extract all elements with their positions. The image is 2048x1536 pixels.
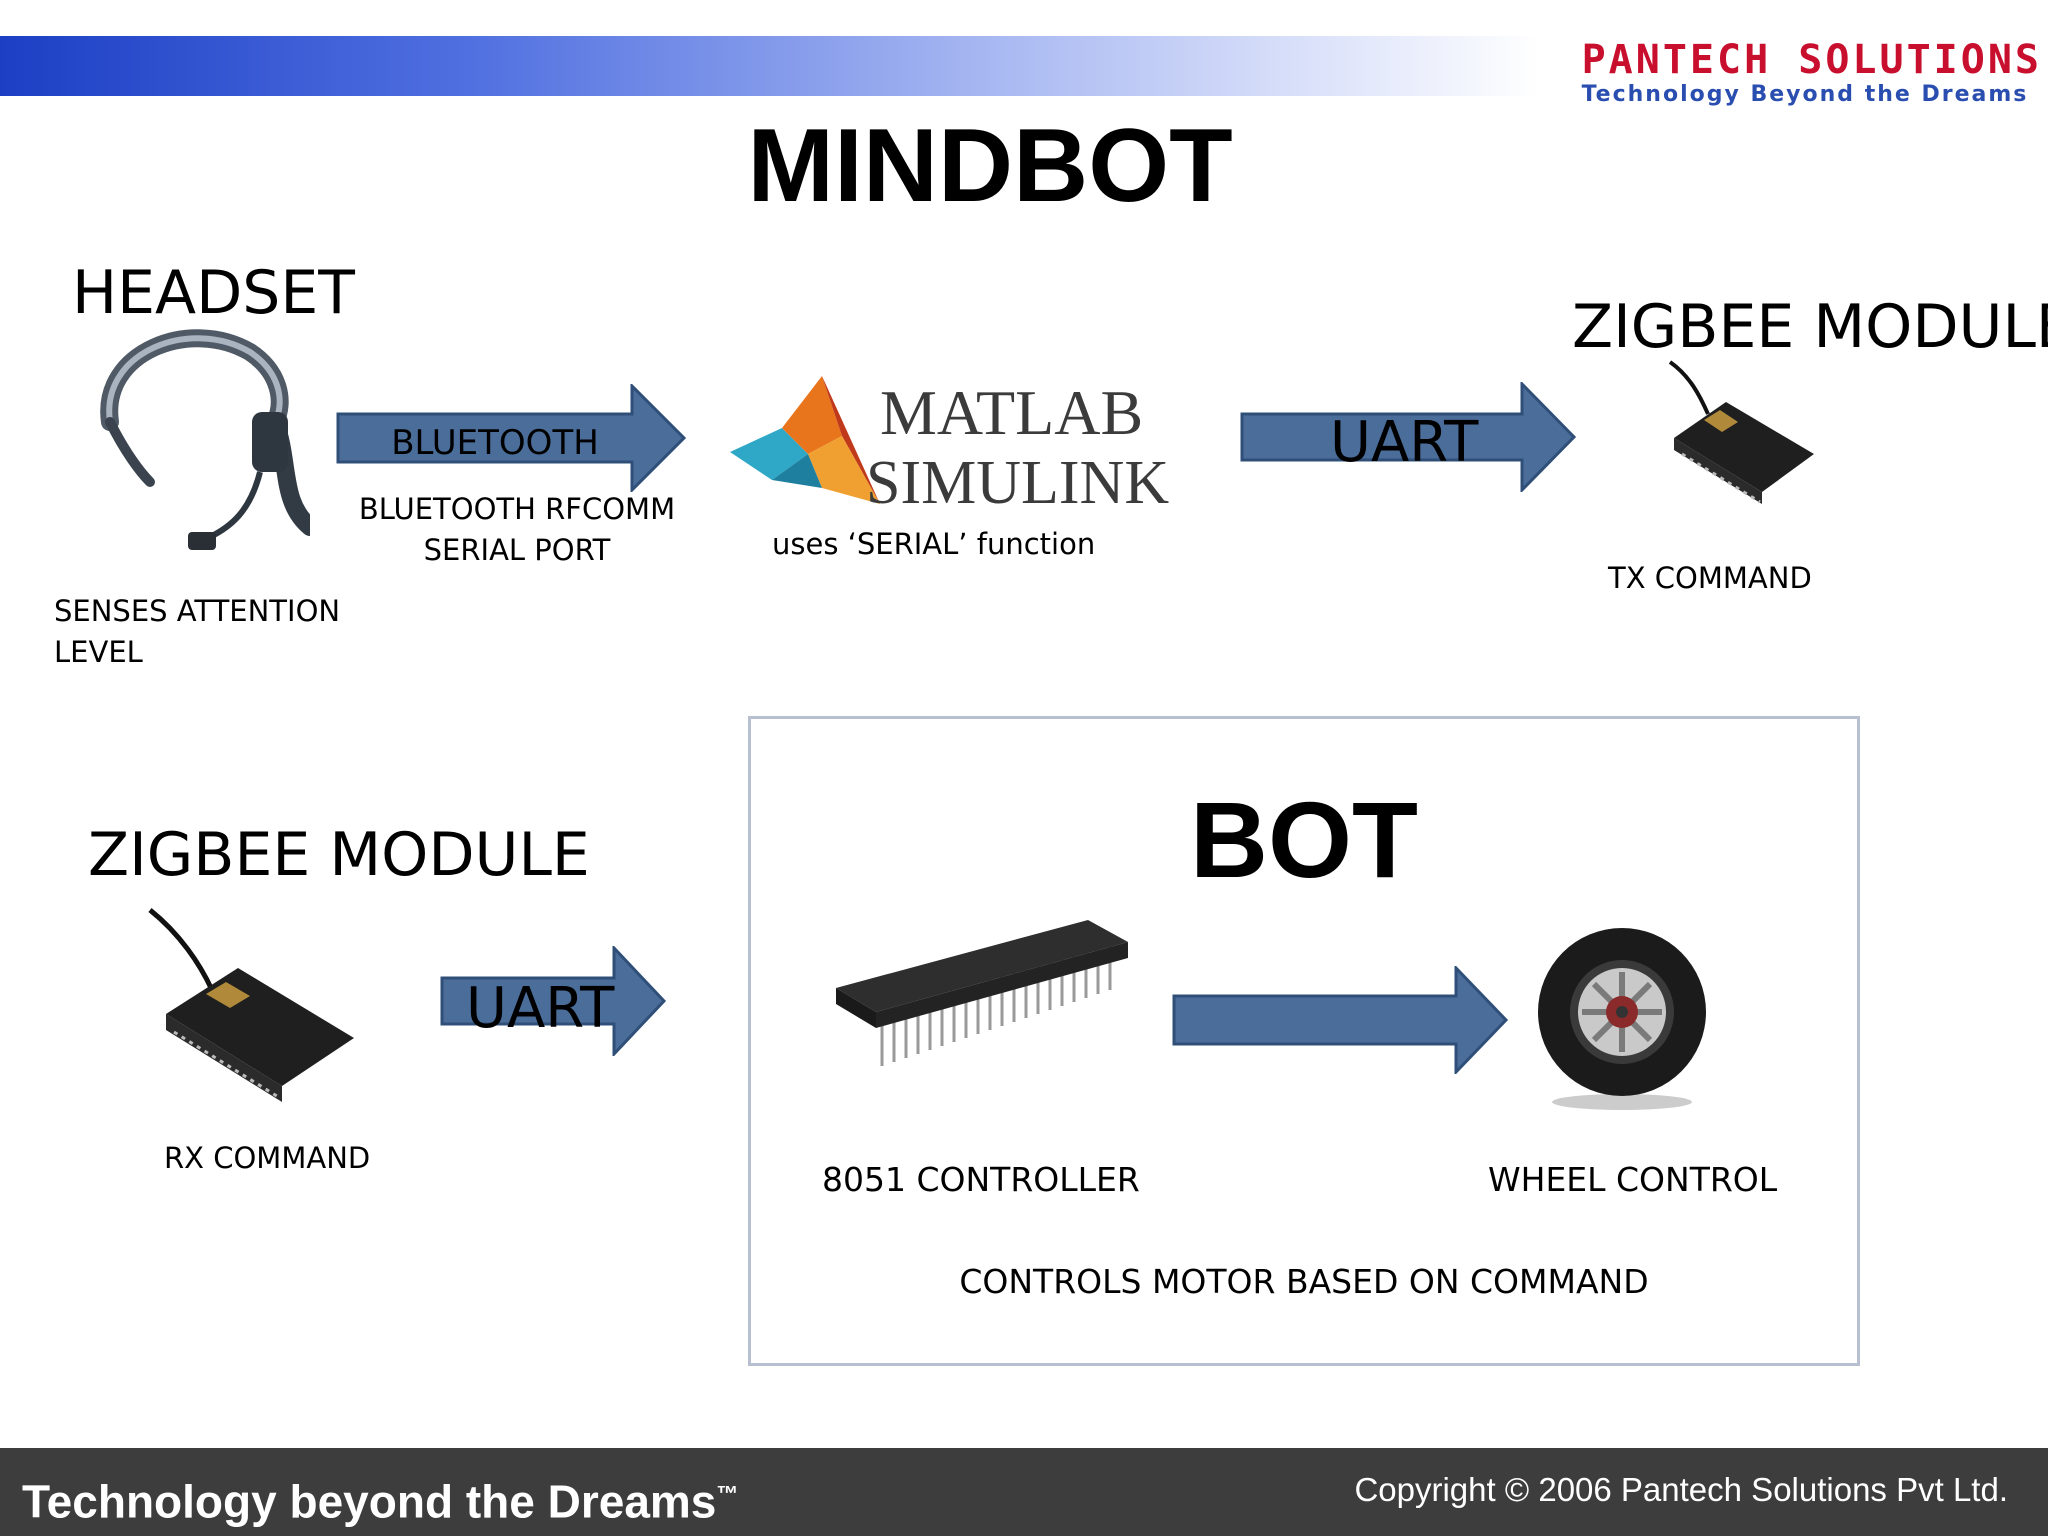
bluetooth-caption-line1: BLUETOOTH RFCOMM xyxy=(358,492,676,526)
bluetooth-arrow xyxy=(336,384,687,492)
headset-caption-line2: LEVEL xyxy=(54,635,143,669)
trademark-mark: ™ xyxy=(716,1481,739,1506)
logo-tagline: Technology Beyond the Dreams xyxy=(1581,82,2029,107)
uart-arrow-bottom-label: UART xyxy=(466,976,615,1041)
matlab-wordmark: MATLAB xyxy=(880,377,1144,448)
bluetooth-caption-line2: SERIAL PORT xyxy=(423,533,611,567)
headset-caption-line1: SENSES ATTENTION xyxy=(54,594,341,628)
bot-description: CONTROLS MOTOR BASED ON COMMAND xyxy=(959,1262,1649,1301)
controller-caption: 8051 CONTROLLER xyxy=(822,1160,1140,1199)
footer-copyright: Copyright © 2006 Pantech Solutions Pvt L… xyxy=(1354,1471,2008,1508)
header-banner xyxy=(0,36,1540,96)
wheel-icon xyxy=(1538,928,1706,1110)
controller-to-wheel-arrow xyxy=(1172,966,1509,1074)
footer-tagline-text: Technology beyond the Dreams xyxy=(22,1475,717,1528)
zigbee-tx-label: ZIGBEE MODULE xyxy=(1572,292,2048,362)
bluetooth-arrow-label: BLUETOOTH xyxy=(391,423,599,463)
footer-tagline: Technology beyond the Dreams™ xyxy=(22,1466,738,1529)
simulink-wordmark: SIMULINK xyxy=(866,449,1170,517)
uart-arrow-bottom xyxy=(440,946,667,1056)
uart-arrow-top xyxy=(1240,382,1577,492)
wheel-caption: WHEEL CONTROL xyxy=(1488,1160,1778,1199)
bot-title: BOT xyxy=(1190,779,1418,900)
headset-label: HEADSET xyxy=(72,258,355,328)
uart-arrow-top-label: UART xyxy=(1330,410,1479,475)
slide-title: MINDBOT xyxy=(747,108,1233,224)
matlab-membrane-icon xyxy=(730,376,880,504)
logo-name: PANTECH SOLUTIONS xyxy=(1581,37,2042,83)
zigbee-tx-caption: TX COMMAND xyxy=(1608,561,1812,595)
zigbee-rx-module-icon xyxy=(148,908,354,1102)
matlab-caption: uses ‘SERIAL’ function xyxy=(772,527,1096,561)
footer-bar xyxy=(0,1448,2048,1536)
bot-box xyxy=(748,716,1860,1366)
company-logo: PANTECH SOLUTIONS Technology Beyond the … xyxy=(1582,38,2042,108)
headset-icon xyxy=(100,329,310,550)
zigbee-tx-module-icon xyxy=(1668,360,1814,504)
zigbee-rx-caption: RX COMMAND xyxy=(164,1141,371,1175)
zigbee-rx-label: ZIGBEE MODULE xyxy=(88,820,590,890)
microcontroller-chip-icon xyxy=(836,920,1128,1066)
